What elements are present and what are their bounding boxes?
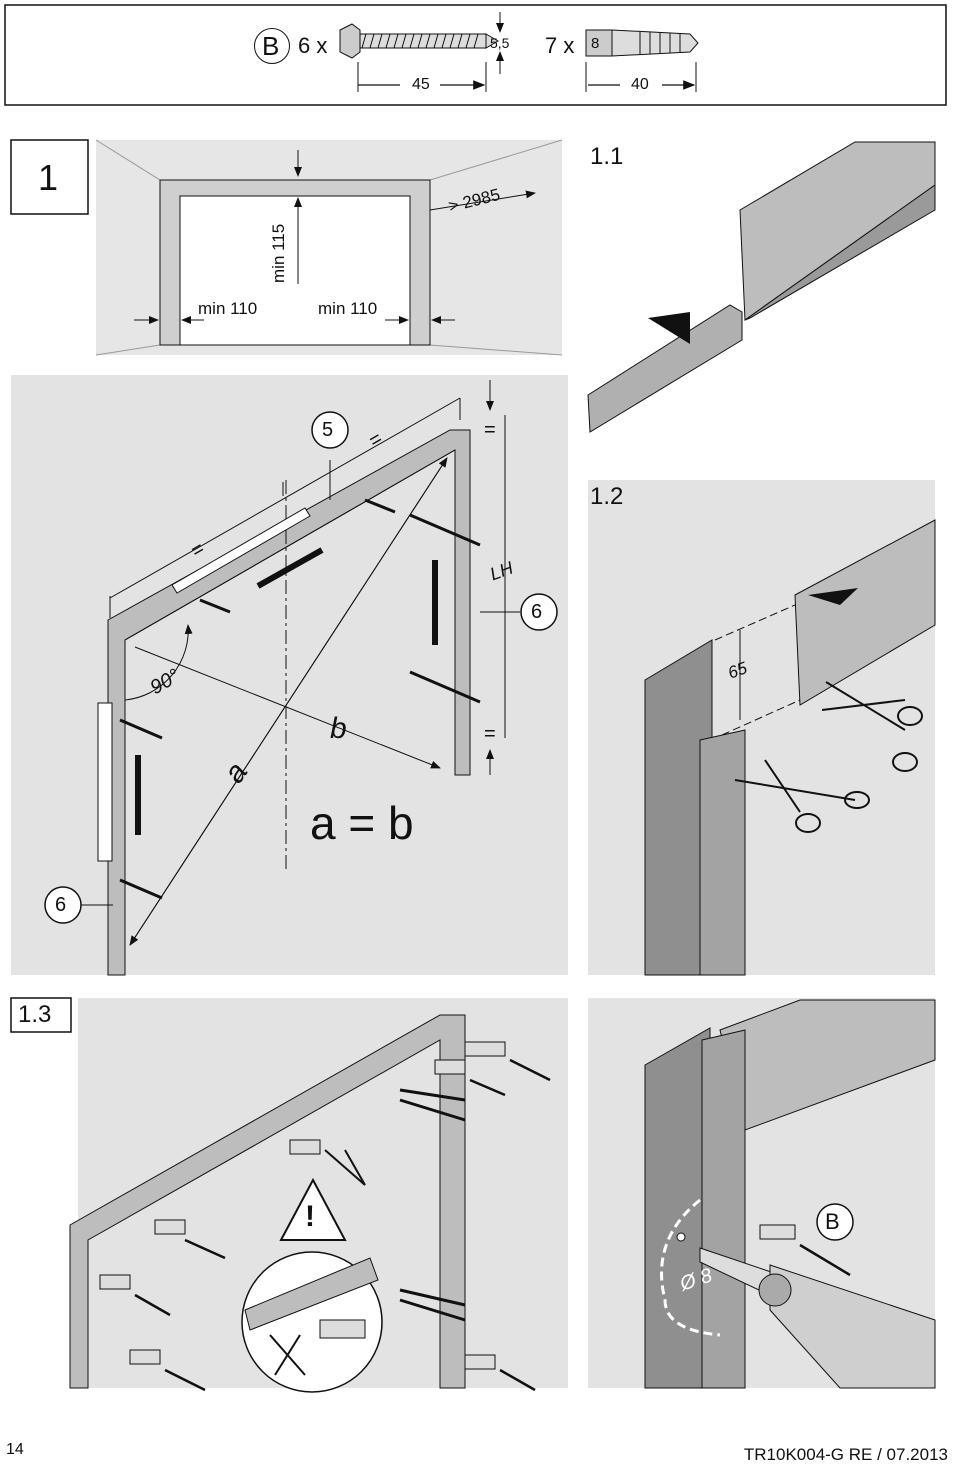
part-b-callout: B: [825, 1209, 840, 1234]
wall-plug-icon: [585, 29, 699, 57]
step-badge: [10, 139, 89, 215]
warning-icon: [279, 1177, 347, 1241]
spirit-level-icon: [171, 507, 311, 594]
callout-6-right: 6: [531, 601, 543, 623]
document-id: TR10K004-G RE / 07.2013: [743, 1445, 948, 1464]
warning-mark: !: [305, 1200, 315, 1233]
spirit-level-icon: [97, 702, 113, 862]
plug-size: 8: [591, 35, 600, 52]
screw-icon: [134, 1058, 551, 1392]
callout-5: 5: [322, 419, 334, 441]
callout-6-left: 6: [55, 894, 67, 916]
step-1-2-label: 1.2: [590, 483, 624, 510]
min-top-dimension: min 115: [269, 223, 288, 283]
drill-icon: [699, 1247, 936, 1389]
plug-length: 40: [631, 76, 649, 93]
scissors-icon: [734, 759, 870, 833]
diagonal-equation: a = b: [310, 797, 414, 849]
screw-diameter: 5,5: [490, 35, 510, 51]
arrow-icon: [808, 588, 858, 605]
screw-icon: [339, 23, 499, 59]
part-b-circle: [254, 28, 290, 64]
wall-plug-icon: [759, 1224, 796, 1240]
arrow-icon: [256, 547, 324, 589]
equal-mark: =: [484, 419, 496, 441]
diagonal-b-label: b: [330, 712, 347, 745]
plug-quantity: 7 x: [545, 33, 575, 58]
equal-mark: =: [484, 723, 496, 745]
step-1-1-label: 1.1: [590, 143, 624, 170]
wall-plug-icon: [99, 1041, 506, 1370]
screw-quantity: 6 x: [298, 33, 328, 58]
screw-length: 45: [412, 76, 430, 93]
arrow-icon: [648, 312, 690, 344]
step-number: 1: [38, 157, 59, 198]
screw-icon: [799, 1243, 851, 1277]
min-right-dimension: min 110: [318, 299, 378, 318]
min-left-dimension: min 110: [198, 299, 258, 318]
page-number: 14: [6, 1441, 24, 1458]
hardware-box: [4, 4, 947, 106]
step-1-3-label: 1.3: [18, 1001, 52, 1028]
scissors-icon: [821, 681, 923, 772]
